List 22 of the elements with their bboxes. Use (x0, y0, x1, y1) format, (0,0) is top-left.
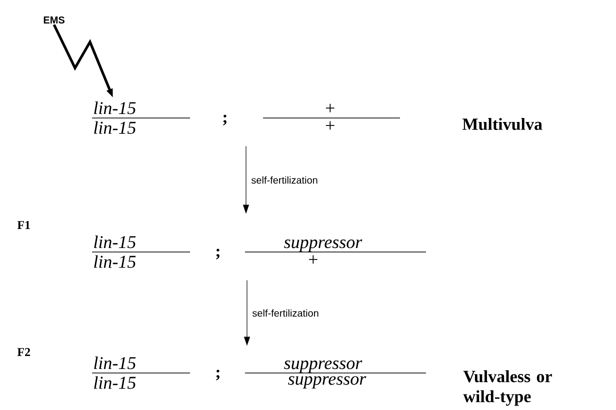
separator: ; (223, 114, 226, 126)
allele-label: lin-15 (94, 255, 136, 268)
allele-label: lin-15 (94, 236, 136, 248)
allele-label: + (326, 121, 334, 130)
allele-label: suppressor (288, 376, 366, 389)
allele-label: + (308, 255, 318, 264)
separator: ; (216, 370, 220, 380)
edge-label: self-fertilization (252, 309, 318, 317)
allele-label: + (326, 104, 334, 112)
allele-label: lin-15 (94, 121, 136, 134)
allele-label: lin-15 (94, 102, 136, 114)
phenotype-label: Vulvaless or wild-type (463, 370, 552, 406)
allele-label: suppressor (284, 360, 362, 373)
generation-label: F2 (17, 348, 30, 356)
edge-label: self-fertilization (251, 176, 318, 184)
mutagen-label: EMS (44, 16, 64, 24)
allele-label: lin-15 (94, 356, 136, 370)
allele-label: lin-15 (94, 376, 136, 389)
separator: ; (216, 248, 220, 260)
allele-label: suppressor (284, 240, 362, 252)
generation-label: F1 (17, 221, 30, 229)
phenotype-label: Multivulva (462, 118, 542, 130)
